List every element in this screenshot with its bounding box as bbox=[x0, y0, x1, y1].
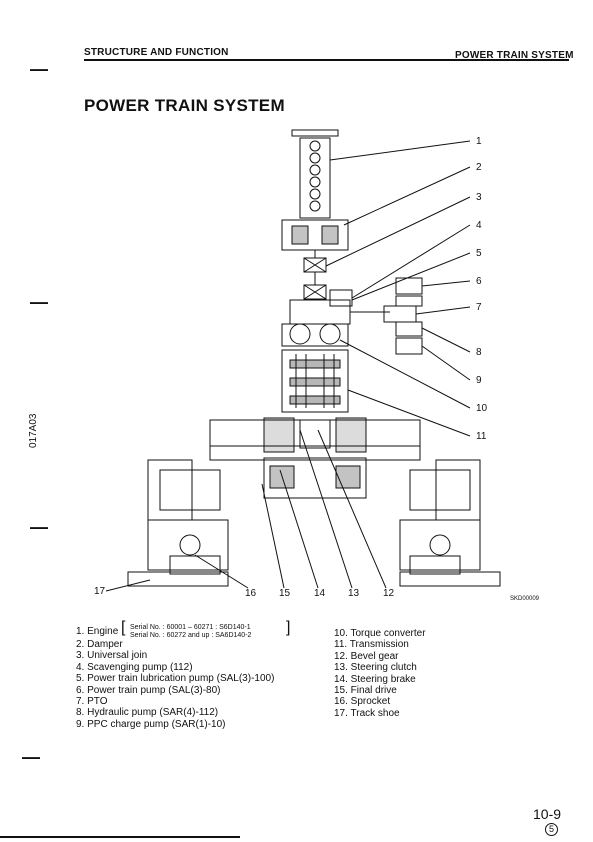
callout-14: 14 bbox=[314, 588, 326, 599]
callout-6: 6 bbox=[476, 276, 482, 287]
sprocket-left bbox=[169, 555, 221, 575]
callout-10: 10 bbox=[476, 403, 488, 414]
header-right: POWER TRAIN SYSTEM bbox=[455, 50, 574, 61]
page-title: POWER TRAIN SYSTEM bbox=[84, 96, 285, 115]
callout-7: 7 bbox=[476, 302, 482, 313]
legend-item: 17. Track shoe bbox=[334, 707, 400, 719]
legend-item: 6. Power train pump (SAL(3)-80) bbox=[76, 684, 221, 696]
legend-item: 2. Damper bbox=[76, 639, 123, 650]
callout-15: 15 bbox=[279, 588, 291, 599]
steering-clutch-right bbox=[335, 417, 367, 453]
header-left: STRUCTURE AND FUNCTION bbox=[84, 47, 229, 58]
legend-item: 11. Transmission bbox=[334, 639, 409, 651]
legend-item: 4. Scavenging pump (112) bbox=[76, 661, 193, 673]
callout-3: 3 bbox=[476, 192, 482, 203]
header-rule bbox=[84, 59, 569, 61]
pto bbox=[289, 299, 351, 325]
legend-item: 15. Final drive bbox=[334, 685, 397, 697]
legend-item: 13. Steering clutch bbox=[334, 662, 417, 674]
scavenging-pump bbox=[329, 289, 353, 307]
fan bbox=[291, 129, 339, 137]
legend-engine-row: 1. Engine [ Serial No. : 60001 – 60271 :… bbox=[76, 619, 290, 639]
legend-item: 12. Bevel gear bbox=[334, 650, 399, 662]
margin-mark: — bbox=[30, 59, 48, 79]
legend-engine-label: 1. Engine bbox=[76, 626, 119, 637]
track-shoe-left bbox=[127, 571, 229, 587]
engine-serial-2: Serial No. : 60272 and up : SA6D140-2 bbox=[130, 632, 252, 639]
callout-5: 5 bbox=[476, 248, 482, 259]
cross-shaft-housing bbox=[209, 419, 421, 461]
track-shoe-right bbox=[399, 571, 501, 587]
steering-clutch-left bbox=[263, 417, 295, 453]
callout-11: 11 bbox=[476, 431, 487, 442]
legend-item: 8. Hydraulic pump (SAR(4)-112) bbox=[76, 707, 219, 719]
legend-item: 14. Steering brake bbox=[334, 673, 416, 685]
legend-item: 7. PTO bbox=[76, 696, 108, 708]
callout-16: 16 bbox=[245, 588, 257, 599]
callout-2: 2 bbox=[476, 162, 482, 173]
margin-mark: — bbox=[22, 747, 40, 767]
final-drive-left bbox=[147, 459, 193, 521]
engine-serial-1: Serial No. : 60001 – 60271 : S6D140-1 bbox=[130, 624, 251, 631]
margin-mark: — bbox=[30, 517, 48, 537]
legend-item: 16. Sprocket bbox=[334, 696, 391, 708]
callout-13: 13 bbox=[348, 588, 360, 599]
callout-4: 4 bbox=[476, 220, 482, 231]
steering-brake-housing bbox=[263, 457, 367, 499]
legend-item: 3. Universal join bbox=[76, 650, 148, 662]
callout-1: 1 bbox=[476, 136, 482, 147]
callout-9: 9 bbox=[476, 375, 482, 386]
legend-right: 10. Torque converter 11. Transmission 12… bbox=[334, 628, 426, 719]
page-number: 10-9 bbox=[533, 806, 562, 822]
legend-item: 5. Power train lubrication pump (SAL(3)-… bbox=[76, 673, 275, 685]
hydraulic-pump bbox=[395, 321, 423, 337]
torque-converter bbox=[289, 323, 311, 345]
ppc-charge-pump bbox=[395, 337, 423, 355]
bracket-open: [ bbox=[121, 619, 126, 636]
legend-left: 1. Engine [ Serial No. : 60001 – 60271 :… bbox=[76, 619, 290, 730]
legend-item: 10. Torque converter bbox=[334, 628, 426, 639]
footer-rule bbox=[0, 836, 240, 838]
sprocket-right bbox=[409, 555, 461, 575]
callout-12: 12 bbox=[383, 588, 395, 599]
figure-code: SKD00009 bbox=[510, 596, 540, 602]
margin-mark: — bbox=[30, 292, 48, 312]
bevel-gear bbox=[299, 419, 331, 449]
callout-8: 8 bbox=[476, 347, 482, 358]
transmission bbox=[281, 349, 349, 413]
legend-item: 9. PPC charge pump (SAR(1)-10) bbox=[76, 718, 226, 730]
bracket-close: ] bbox=[286, 619, 291, 636]
callout-17: 17 bbox=[94, 586, 106, 597]
final-drive-right bbox=[435, 459, 481, 521]
revision-badge: 5 bbox=[545, 823, 558, 836]
engine-block bbox=[299, 137, 331, 219]
